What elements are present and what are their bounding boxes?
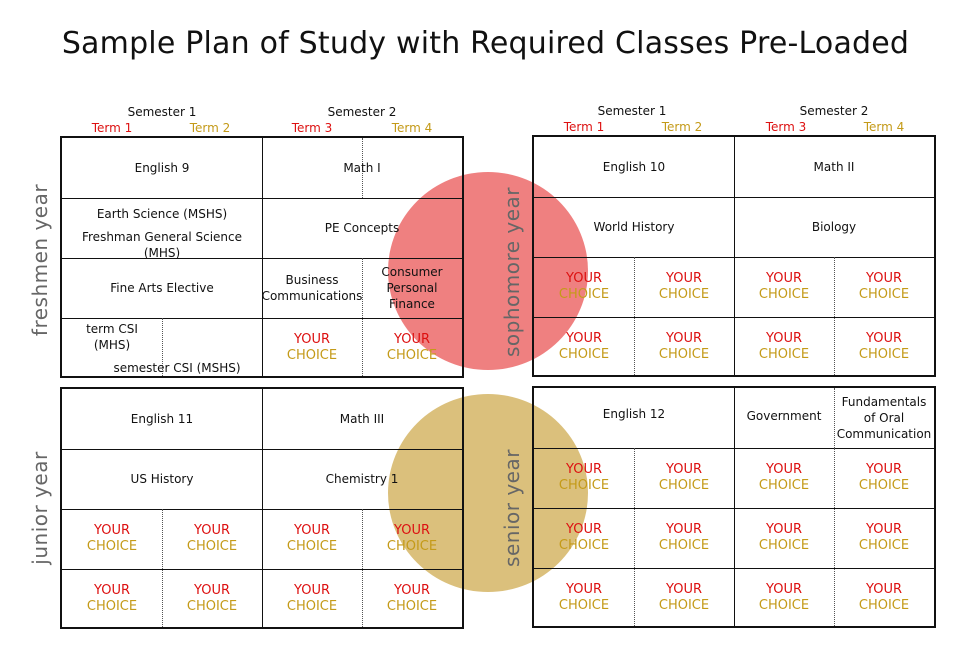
- course-fine-arts: Fine Arts Elective: [110, 281, 214, 295]
- gold-circle: [388, 394, 588, 592]
- year-label-sophomore: sophomore year: [500, 186, 524, 358]
- year-label-senior: senior year: [500, 449, 524, 567]
- course-world-history: World History: [593, 220, 675, 234]
- course-english-11: English 11: [130, 412, 194, 426]
- course-government: Government: [746, 409, 822, 423]
- course-term-csi: term CSI (MHS): [86, 322, 138, 352]
- semester-1-header-left: Semester 1: [127, 105, 197, 119]
- term-4-header-left: Term 4: [391, 121, 433, 135]
- semester-2-header-left: Semester 2: [327, 105, 397, 119]
- course-english-12: English 12: [602, 407, 666, 421]
- semester-1-header-right: Semester 1: [597, 104, 667, 118]
- term-2-header-left: Term 2: [189, 121, 231, 135]
- term-1-header-left: Term 1: [91, 121, 133, 135]
- course-pe-concepts: PE Concepts: [324, 221, 400, 235]
- course-earth-science: Earth Science (MSHS): [96, 207, 228, 221]
- course-business-comm: Business Communications: [261, 273, 363, 303]
- term-3-header-right: Term 3: [765, 120, 807, 134]
- course-chemistry-1: Chemistry 1: [325, 472, 399, 486]
- term-3-header-left: Term 3: [291, 121, 333, 135]
- course-us-history: US History: [130, 472, 194, 486]
- junior-grid: English 11 Math III US History Chemistry…: [60, 387, 464, 629]
- year-label-junior: junior year: [28, 451, 52, 565]
- sophomore-grid: English 10 Math II World History Biology…: [532, 135, 936, 377]
- course-english-9: English 9: [134, 161, 190, 175]
- course-math-2: Math II: [813, 160, 855, 174]
- course-general-science: Freshman General Science (MHS): [81, 230, 243, 260]
- page-title: Sample Plan of Study with Required Class…: [61, 26, 910, 61]
- year-label-freshman: freshmen year: [28, 183, 52, 337]
- term-1-header-right: Term 1: [563, 120, 605, 134]
- course-semester-csi: semester CSI (MSHS): [113, 361, 241, 375]
- course-math-3: Math III: [339, 412, 385, 426]
- course-english-10: English 10: [602, 160, 666, 174]
- red-circle: [388, 172, 588, 370]
- course-oral-communication: Fundamentals of Oral Communication: [836, 395, 932, 441]
- term-2-header-right: Term 2: [661, 120, 703, 134]
- senior-grid: English 12 Government Fundamentals of Or…: [532, 386, 936, 628]
- term-4-header-right: Term 4: [863, 120, 905, 134]
- freshman-grid: English 9 Math I Earth Science (MSHS) Fr…: [60, 136, 464, 378]
- course-math-1: Math I: [343, 161, 381, 175]
- course-biology: Biology: [811, 220, 857, 234]
- semester-2-header-right: Semester 2: [799, 104, 869, 118]
- course-personal-finance: Consumer Personal Finance: [381, 265, 443, 311]
